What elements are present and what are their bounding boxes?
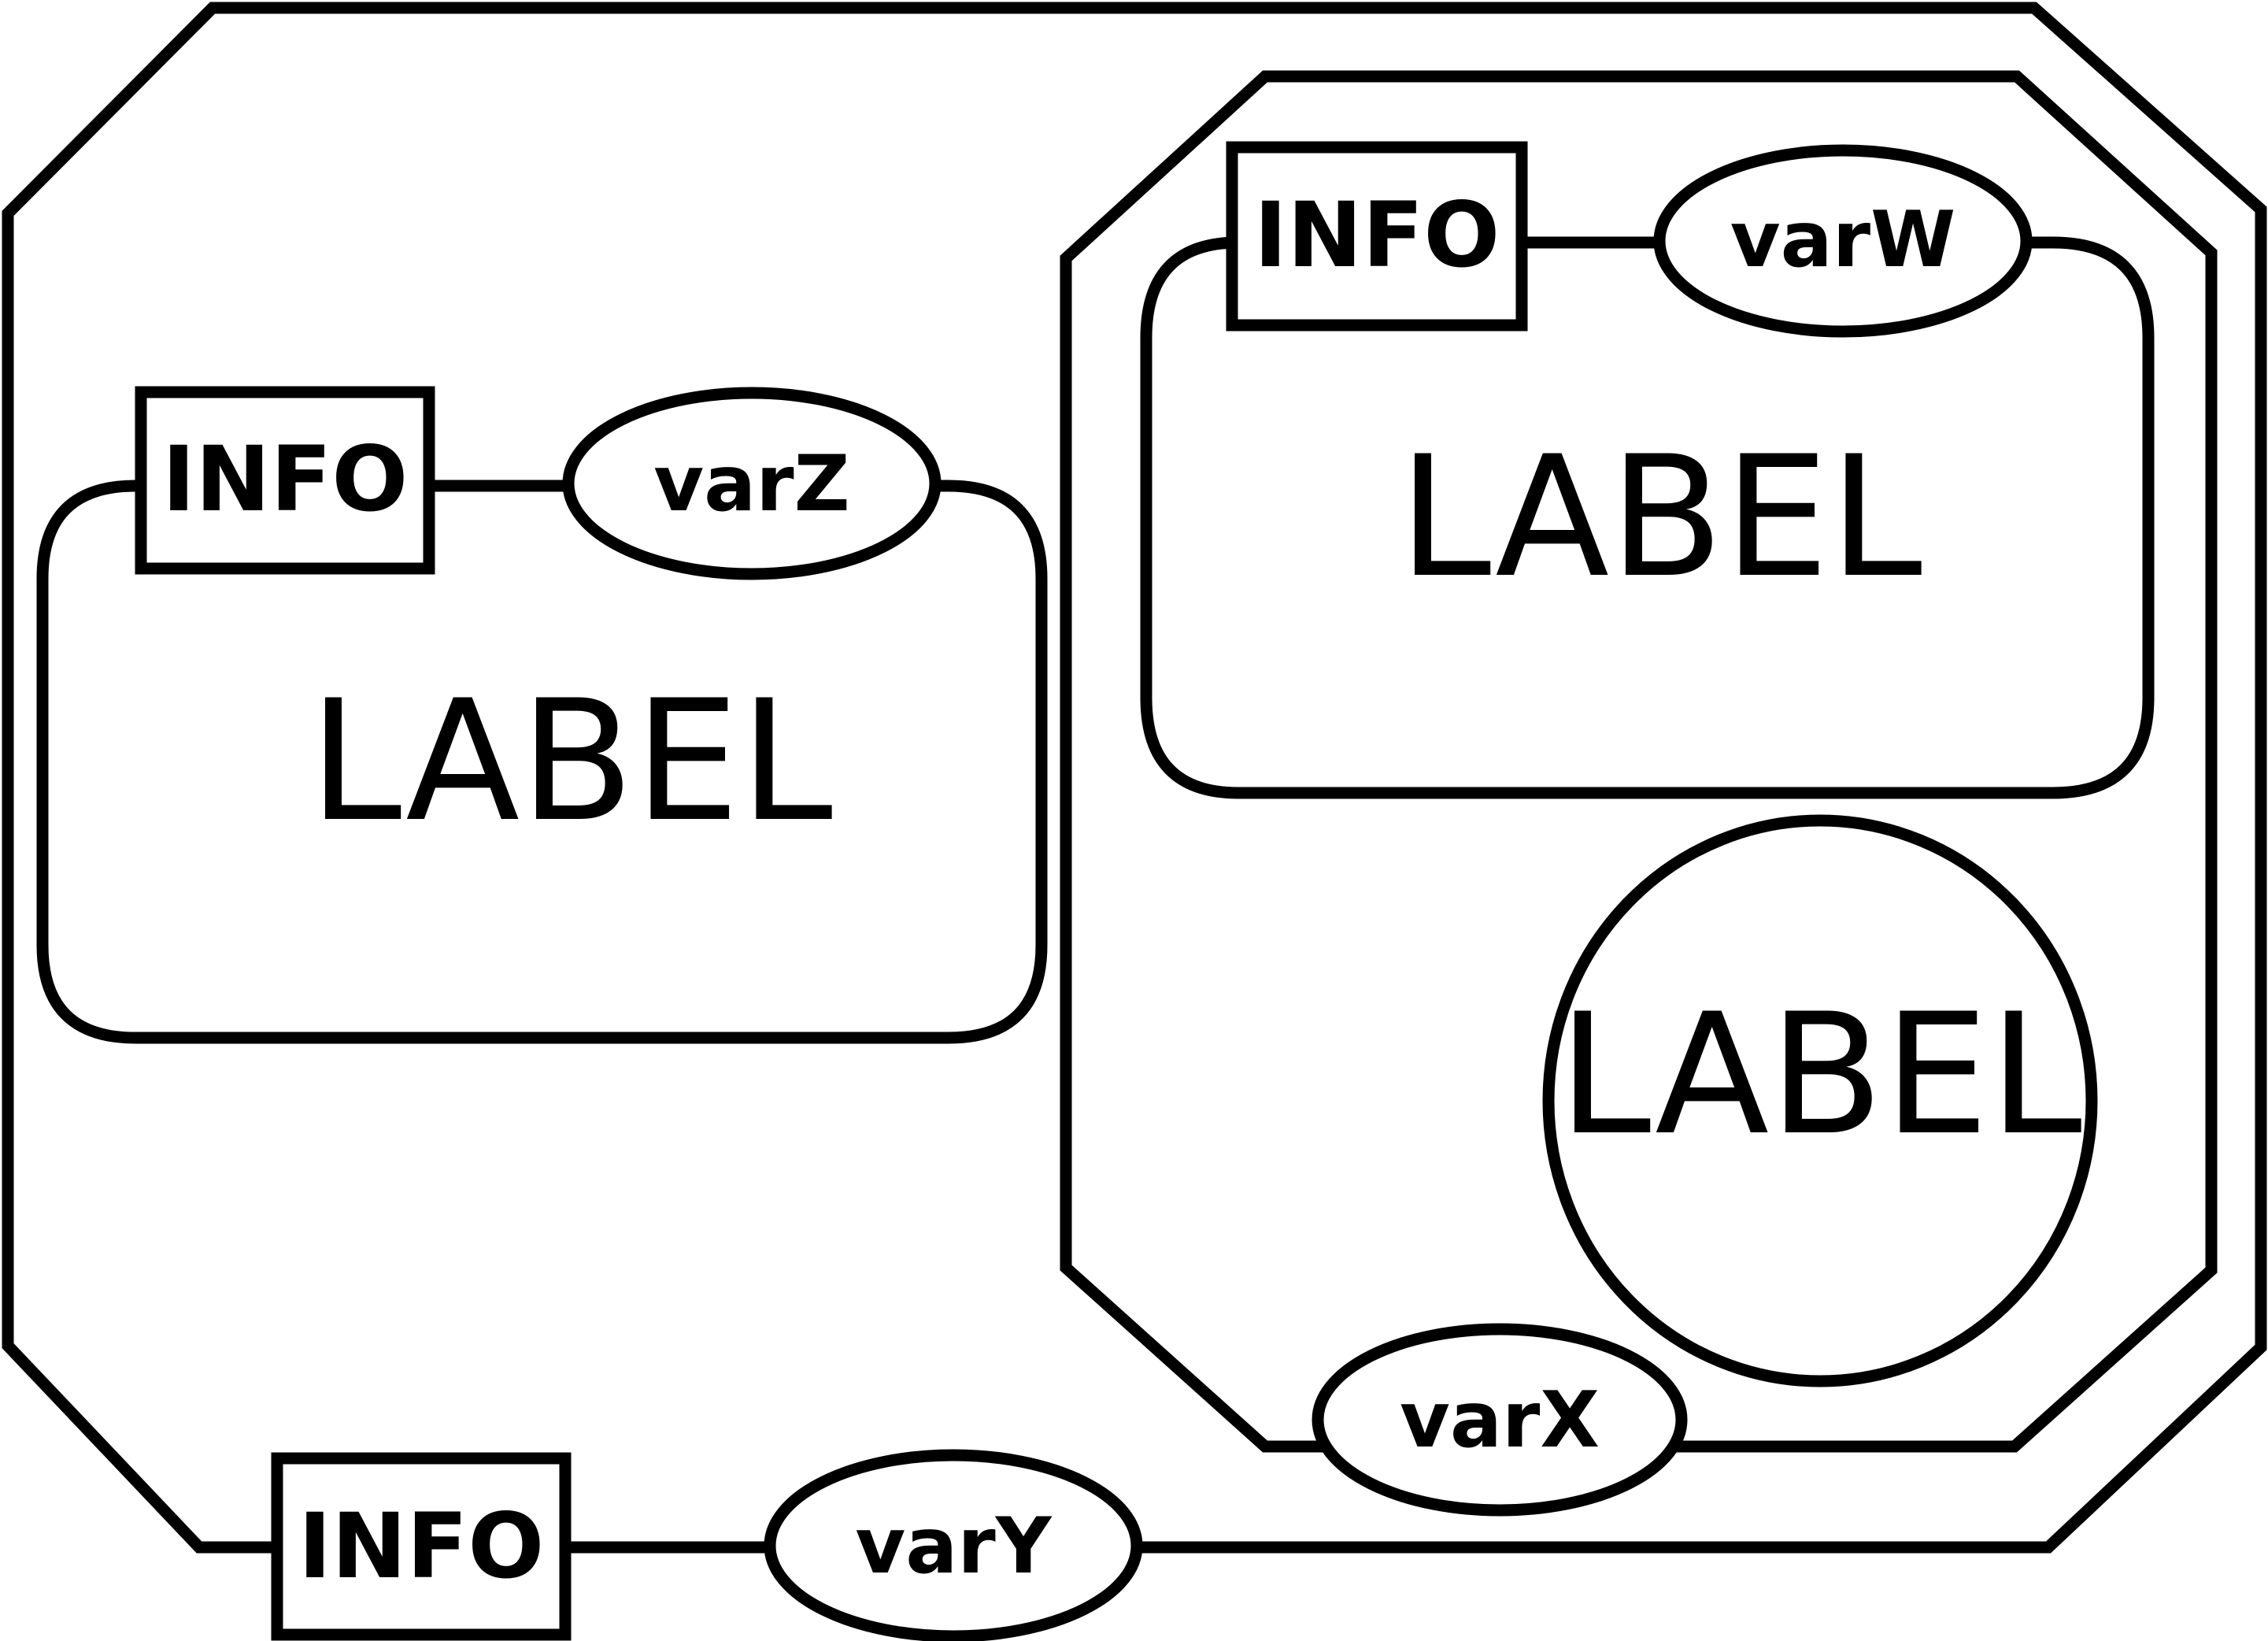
outer-complex-state-variable bbox=[764, 1449, 1143, 1641]
inner-complex-state-variable-text: varX bbox=[1400, 1376, 1600, 1465]
simple-chemical: LABEL bbox=[1542, 814, 2098, 1387]
left-compartment-state-variable-text: varZ bbox=[653, 439, 849, 529]
inner-compartment-state-variable-text: varW bbox=[1730, 195, 1955, 285]
inner-compartment: INFO varW LABEL bbox=[1140, 141, 2155, 799]
inner-complex-state: varX bbox=[1312, 1323, 1688, 1517]
simple-chemical-label: LABEL bbox=[1558, 977, 2082, 1172]
inner-compartment-state-variable bbox=[1653, 144, 2033, 338]
left-compartment-info-text: INFO bbox=[162, 427, 409, 532]
outer-complex-info-box bbox=[271, 1452, 572, 1641]
inner-complex-state-variable bbox=[1312, 1323, 1688, 1517]
outer-complex-glyphs: INFO varY bbox=[271, 1449, 1143, 1641]
inner-compartment-info-text: INFO bbox=[1254, 183, 1500, 287]
outer-complex-info-text: INFO bbox=[298, 1494, 545, 1598]
inner-compartment-shape bbox=[1140, 236, 2155, 799]
left-compartment-info-box bbox=[135, 386, 435, 575]
simple-chemical-shape bbox=[1542, 814, 2098, 1387]
outer-complex-state-variable-text: varY bbox=[855, 1502, 1052, 1591]
left-compartment-shape bbox=[36, 480, 1048, 1044]
inner-compartment-label: LABEL bbox=[1398, 420, 1922, 614]
left-compartment: INFO varZ LABEL bbox=[36, 386, 1048, 1044]
inner-compartment-info-box bbox=[1226, 141, 1528, 332]
left-compartment-state-variable bbox=[562, 387, 942, 580]
left-compartment-label: LABEL bbox=[309, 664, 833, 858]
